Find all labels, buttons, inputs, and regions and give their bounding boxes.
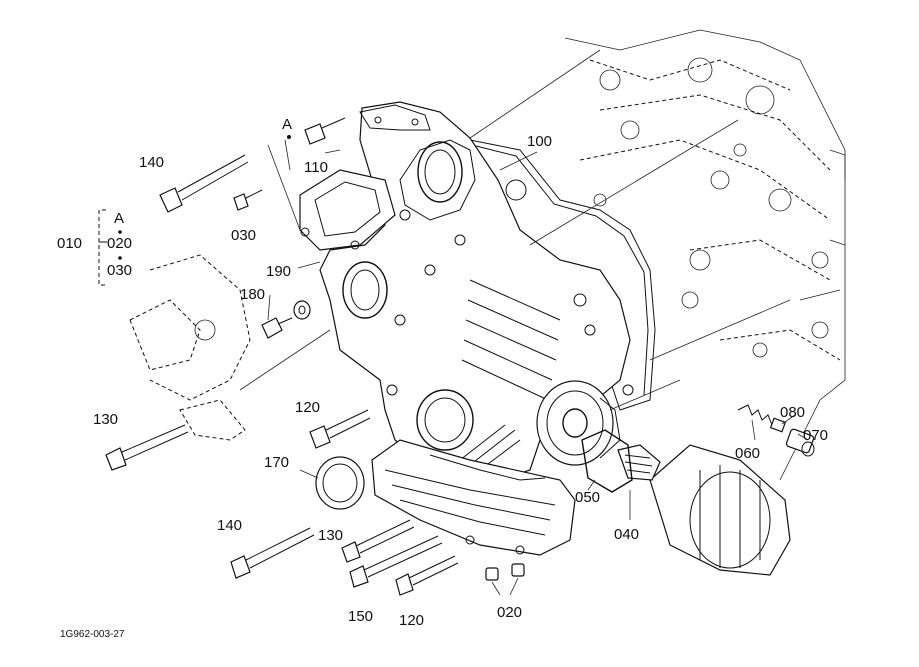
engine-block-outline [564,29,846,481]
figure-code: 1G962-003-27 [60,629,125,640]
label-140-lower: 140 [217,517,242,534]
bolt-120-mid [309,409,371,449]
label-130-left: 130 [93,411,118,428]
relief-valve-parts [737,404,815,457]
bolt-130-lower [341,519,415,563]
label-040: 040 [614,526,639,543]
group-marker-A: A [114,210,124,227]
label-080: 080 [780,404,805,421]
label-120-mid: 120 [295,399,320,416]
water-pump-ghost [129,254,251,441]
bolt-150 [349,535,443,588]
bolt-140-lower [230,527,315,579]
label-190: 190 [266,263,291,280]
oil-pump-cover [536,380,621,466]
group-bracket [98,209,122,286]
plugs-020 [485,563,525,581]
bolt-030 [233,189,263,211]
bolt-120-lower [395,555,459,596]
ref-marker-arrow [287,135,291,139]
bolt-130-left [105,424,189,471]
filter-nipple [617,444,661,481]
label-150: 150 [348,608,373,625]
label-180: 180 [240,286,265,303]
label-170: 170 [264,454,289,471]
label-060: 060 [735,445,760,462]
label-020-plugs: 020 [497,604,522,621]
label-100: 100 [527,133,552,150]
label-120-lower: 120 [399,612,424,629]
oil-filter [649,444,791,576]
label-110: 110 [304,159,328,176]
bolt-140-upper [159,154,249,213]
washer [293,300,311,320]
filter-gasket [581,429,633,493]
label-050: 050 [575,489,600,506]
bolt-110 [304,117,346,145]
leader-lines [239,49,809,596]
bolt-180 [261,317,293,339]
oil-pan [371,439,576,556]
label-030-group: 030 [107,262,132,279]
label-010: 010 [57,235,82,252]
thermostat-housing [299,169,396,251]
label-020-group: 020 [107,235,132,252]
oil-seal [315,456,365,510]
ref-marker-A: A [282,116,292,133]
label-070: 070 [803,427,828,444]
gasket-outline [469,139,656,411]
label-030-bolt: 030 [231,227,256,244]
label-140-upper: 140 [139,154,164,171]
label-130-lower: 130 [318,527,343,544]
